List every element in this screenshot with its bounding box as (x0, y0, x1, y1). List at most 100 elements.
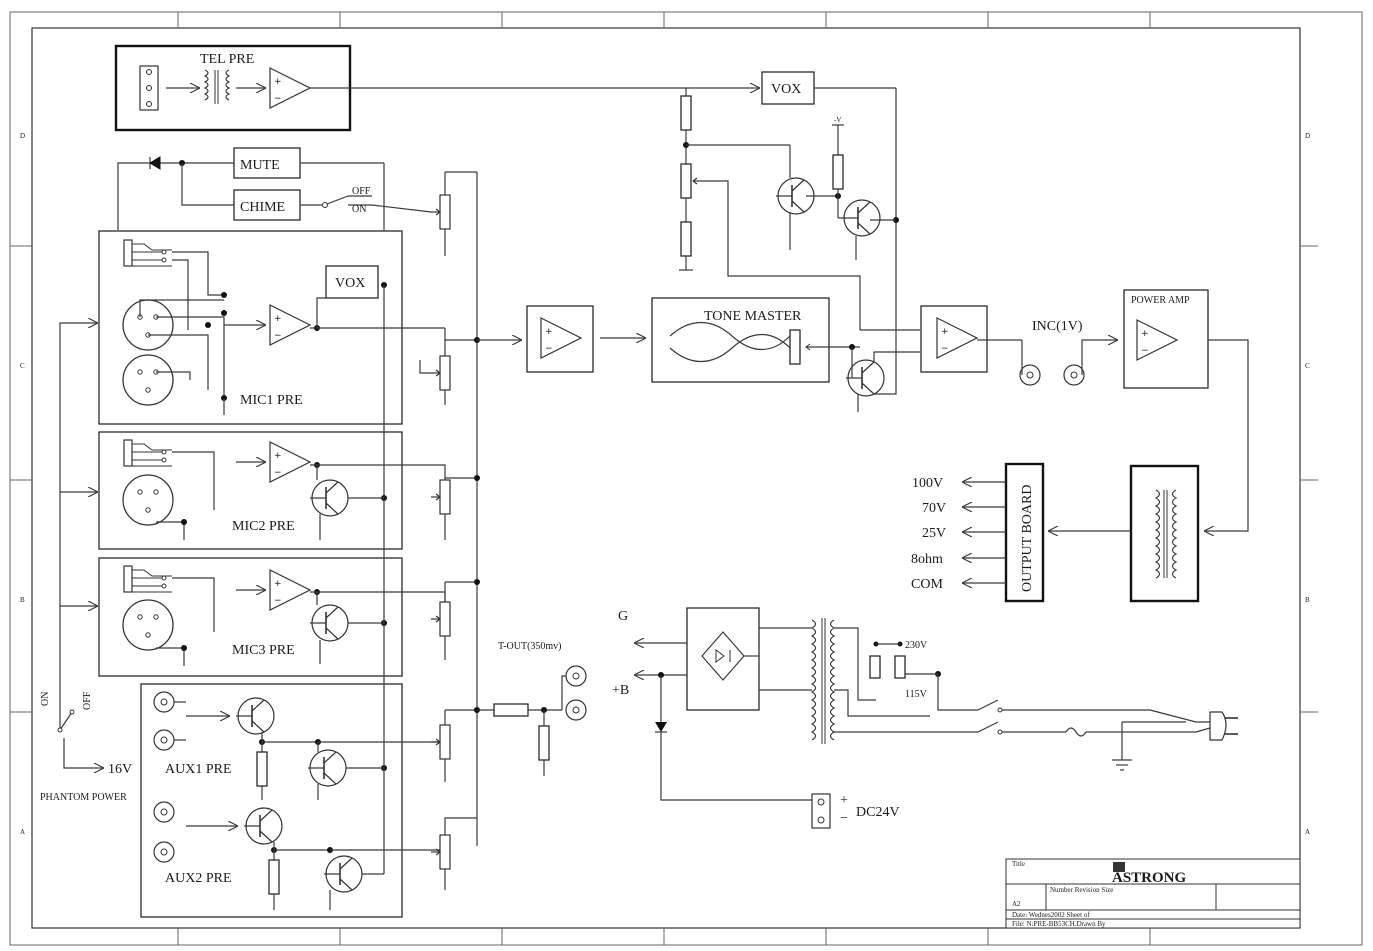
date-line: Date: Wednes2002 Sheet of (1012, 911, 1090, 919)
minus-v-label: -V (834, 116, 841, 124)
v16-label: 16V (108, 762, 132, 777)
output-label: 8ohm (911, 552, 943, 567)
vox-top-label: VOX (771, 82, 801, 97)
frame-row-label: D (1305, 132, 1310, 140)
t-out-label: T-OUT(350mv) (498, 641, 562, 652)
potentiometer-icon (680, 163, 692, 199)
terminal-block-icon (811, 793, 831, 829)
rca-jack-icon (1063, 364, 1085, 386)
title-label: Title (1012, 860, 1025, 868)
file-line: File: N:PRE-BB53CH.Drawn By (1012, 920, 1106, 928)
number-revision-size: Number Revision Size (1050, 886, 1113, 894)
xlr-connector-icon (122, 474, 174, 526)
mic1-pre-block: VOX MIC1 PRE (98, 230, 445, 425)
title-block: Title ASTRONG Number Revision Size A2 Da… (1005, 858, 1301, 929)
resistor-icon (538, 725, 550, 761)
vox-section: VOX -V (679, 71, 899, 380)
output-label: 25V (922, 526, 946, 541)
ground-icon (1112, 759, 1132, 771)
potentiometer-icon (789, 329, 801, 365)
company-logo: ASTRONG (1112, 870, 1187, 886)
potentiometer-icon (430, 355, 451, 391)
xlr-connector-icon (122, 599, 174, 651)
size-value: A2 (1012, 900, 1021, 908)
diode-icon (655, 722, 667, 732)
switch-icon (57, 709, 75, 746)
mic2-label: MIC2 PRE (232, 519, 295, 534)
fuse-icon (869, 655, 881, 679)
aux1-label: AUX1 PRE (165, 762, 232, 777)
frame-row-label: C (20, 362, 25, 370)
mic2-pre-block: MIC2 PRE (98, 431, 446, 550)
chime-label: CHIME (240, 200, 285, 215)
tel-pre-label: TEL PRE (200, 52, 254, 67)
inc-label: INC(1V) (1032, 319, 1083, 334)
transformer-icon (759, 618, 836, 744)
plug-icon (1209, 711, 1238, 741)
phantom-off-label: OFF (82, 691, 93, 710)
rca-jack-icon (153, 801, 175, 823)
rca-jack-icon (565, 699, 587, 721)
on-label: ON (352, 204, 366, 215)
output-label: 100V (912, 476, 943, 491)
g-label: G (618, 609, 628, 624)
aux-pre-block: AUX1 PRE AUX2 PRE (140, 285, 445, 918)
dc-minus-label: − (840, 811, 848, 826)
potentiometer-icon (430, 194, 451, 230)
phantom-on-label: ON (40, 692, 51, 706)
output-section: OUTPUT BOARD 100V 70V 25V 8ohm COM (911, 462, 1200, 603)
potentiometer-icon (430, 601, 451, 637)
potentiometer-icon (430, 479, 451, 515)
potentiometer-icon (430, 834, 451, 870)
resistor-icon (680, 95, 692, 131)
v230-label: 230V (905, 640, 928, 651)
tone-master-label: TONE MASTER (704, 309, 802, 324)
master-chain: TONE MASTER INC(1V) POWER AMP (526, 289, 1249, 531)
xlr-connector-icon (122, 299, 174, 351)
mic3-label: MIC3 PRE (232, 643, 295, 658)
rca-jack-icon (153, 691, 175, 713)
dc-plus-label: + (840, 793, 848, 808)
rca-jack-icon (153, 841, 175, 863)
frame-row-label: D (20, 132, 25, 140)
xlr-connector-icon (122, 354, 174, 406)
drawing-frame: D C B A D C B A (9, 11, 1363, 946)
output-label: COM (911, 577, 943, 592)
rca-jack-icon (565, 665, 587, 687)
frame-row-label: A (1305, 828, 1310, 836)
mic1-label: MIC1 PRE (240, 393, 303, 408)
mic3-pre-block: MIC3 PRE (98, 557, 446, 677)
switch-icon (322, 195, 372, 208)
frame-row-label: B (20, 596, 25, 604)
aux2-label: AUX2 PRE (165, 871, 232, 886)
vox-mic-label: VOX (335, 276, 365, 291)
fuse-icon (1065, 727, 1087, 737)
switch-icon (977, 699, 1003, 735)
t-out-section: T-OUT(350mv) (477, 641, 587, 776)
resistor-icon (493, 703, 529, 717)
resistor-icon (680, 221, 692, 257)
power-supply: G +B + − DC24V (612, 607, 1238, 829)
phantom-power-label: PHANTOM POWER (40, 792, 127, 803)
rca-jack-icon (153, 729, 175, 751)
phantom-power: ON OFF 16V PHANTOM POWER (40, 323, 132, 803)
plus-b-label: +B (612, 683, 629, 698)
bridge-rectifier-icon (701, 631, 759, 681)
tel-pre-block: TEL PRE (114, 44, 760, 132)
transistor-icon (841, 199, 881, 237)
diode-icon (149, 156, 161, 170)
frame-row-label: A (20, 828, 25, 836)
fuse-icon (894, 655, 906, 679)
logo-icon (1113, 862, 1125, 872)
off-label: OFF (352, 186, 371, 197)
dc24-label: DC24V (856, 805, 900, 820)
rca-jack-icon (1019, 364, 1041, 386)
mute-label: MUTE (240, 158, 280, 173)
power-amp-label: POWER AMP (1131, 295, 1190, 306)
resistor-icon (832, 154, 844, 190)
v115-label: 115V (905, 689, 928, 700)
resistor-icon (256, 751, 268, 787)
mute-chime-section: MUTE CHIME OFF ON (117, 147, 385, 285)
transformer-icon (203, 69, 231, 104)
